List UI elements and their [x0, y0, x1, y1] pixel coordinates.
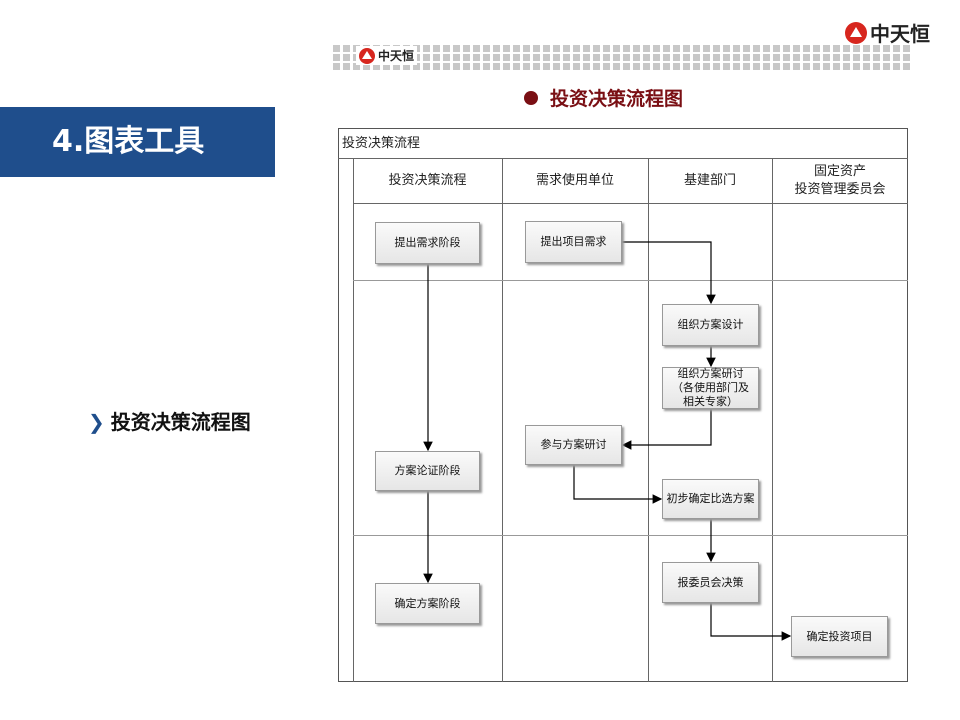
column-header: 需求使用单位	[535, 172, 614, 188]
divider	[353, 203, 908, 204]
flow-box: 组织方案设计	[662, 304, 759, 346]
divider	[353, 158, 354, 682]
flow-box: 确定投资项目	[791, 616, 888, 657]
column-header: 基建部门	[683, 172, 736, 188]
divider	[502, 158, 503, 682]
header-stripe	[333, 44, 913, 70]
sidebar-item[interactable]: ❯投资决策流程图	[88, 406, 251, 435]
flow-box: 提出需求阶段	[375, 222, 480, 264]
sidebar-item-label: 投资决策流程图	[110, 410, 251, 434]
flowchart-title: 投资决策流程	[342, 136, 421, 151]
column-header: 投资决策流程	[388, 172, 467, 188]
flow-box: 初步确定比选方案	[662, 479, 759, 519]
slide-title-text: 投资决策流程图	[550, 88, 684, 110]
company-logo: 中天恒	[845, 18, 930, 47]
divider	[353, 535, 908, 536]
flow-box: 确定方案阶段	[375, 583, 480, 624]
logo-icon	[845, 21, 867, 44]
divider	[772, 158, 773, 682]
divider	[353, 280, 908, 281]
flow-box: 组织方案研讨 （各使用部门及相关专家）	[662, 367, 759, 409]
small-logo: 中天恒	[356, 46, 418, 65]
chevron-right-icon: ❯	[88, 410, 105, 434]
logo-icon	[359, 47, 375, 64]
flow-box: 提出项目需求	[525, 221, 622, 263]
flow-box: 参与方案研讨	[525, 425, 622, 465]
flow-box: 方案论证阶段	[375, 451, 480, 491]
flow-box: 报委员会决策	[662, 562, 759, 603]
flowchart-frame	[338, 128, 908, 682]
bullet-icon	[524, 90, 538, 105]
column-header: 固定资产 投资管理委员会	[794, 163, 886, 197]
section-banner: 4.图表工具	[0, 107, 275, 177]
logo-text: 中天恒	[378, 49, 415, 63]
slide-title: 投资决策流程图	[524, 84, 683, 111]
logo-text: 中天恒	[870, 22, 930, 46]
divider	[338, 158, 908, 159]
divider	[648, 158, 649, 682]
